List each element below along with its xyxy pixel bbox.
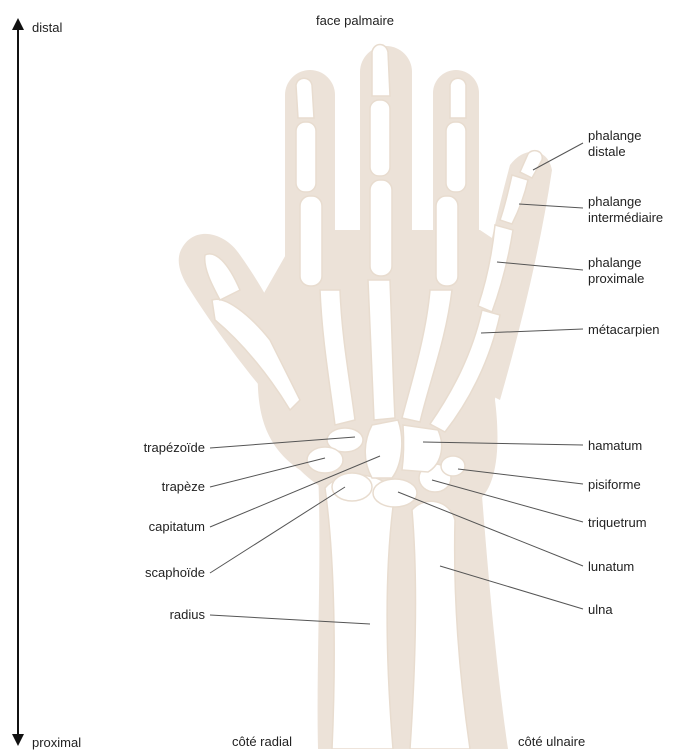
label-ulna: ulna [588, 602, 613, 617]
cote-ulnaire-label: côté ulnaire [518, 734, 585, 749]
label-triquetrum: triquetrum [588, 515, 647, 530]
label-capitatum: capitatum [100, 519, 205, 534]
axis-proximal-label: proximal [32, 735, 81, 750]
pisiforme-bone [441, 456, 465, 476]
distal-proximal-axis [12, 18, 24, 746]
label-pisiforme: pisiforme [588, 477, 641, 492]
label-hamatum: hamatum [588, 438, 642, 453]
label-phalange-intermediaire-line2: intermédiaire [588, 210, 663, 226]
label-scaphoide: scaphoïde [100, 565, 205, 580]
label-phalange-proximale-line2: proximale [588, 271, 644, 287]
trapeze-bone [307, 447, 343, 473]
face-palmaire-title: face palmaire [316, 13, 394, 28]
capitatum-bone [365, 420, 402, 478]
radius-bone [325, 475, 395, 749]
axis-distal-label: distal [32, 20, 62, 35]
cote-radial-label: côté radial [232, 734, 292, 749]
label-phalange-distale-line2: distale [588, 144, 642, 160]
label-phalange-intermediaire: phalange intermédiaire [588, 194, 663, 226]
label-phalange-distale: phalange distale [588, 128, 642, 160]
label-phalange-intermediaire-line1: phalange [588, 194, 663, 210]
lunatum-bone [373, 479, 417, 507]
label-lunatum: lunatum [588, 559, 634, 574]
hamatum-bone [402, 425, 442, 472]
label-phalange-proximale-line1: phalange [588, 255, 644, 271]
scaphoide-bone [332, 473, 372, 501]
label-phalange-proximale: phalange proximale [588, 255, 644, 287]
label-metacarpien: métacarpien [588, 322, 660, 337]
label-radius: radius [100, 607, 205, 622]
label-phalange-distale-line1: phalange [588, 128, 642, 144]
label-trapezoide: trapézoïde [100, 440, 205, 455]
label-trapeze: trapèze [100, 479, 205, 494]
